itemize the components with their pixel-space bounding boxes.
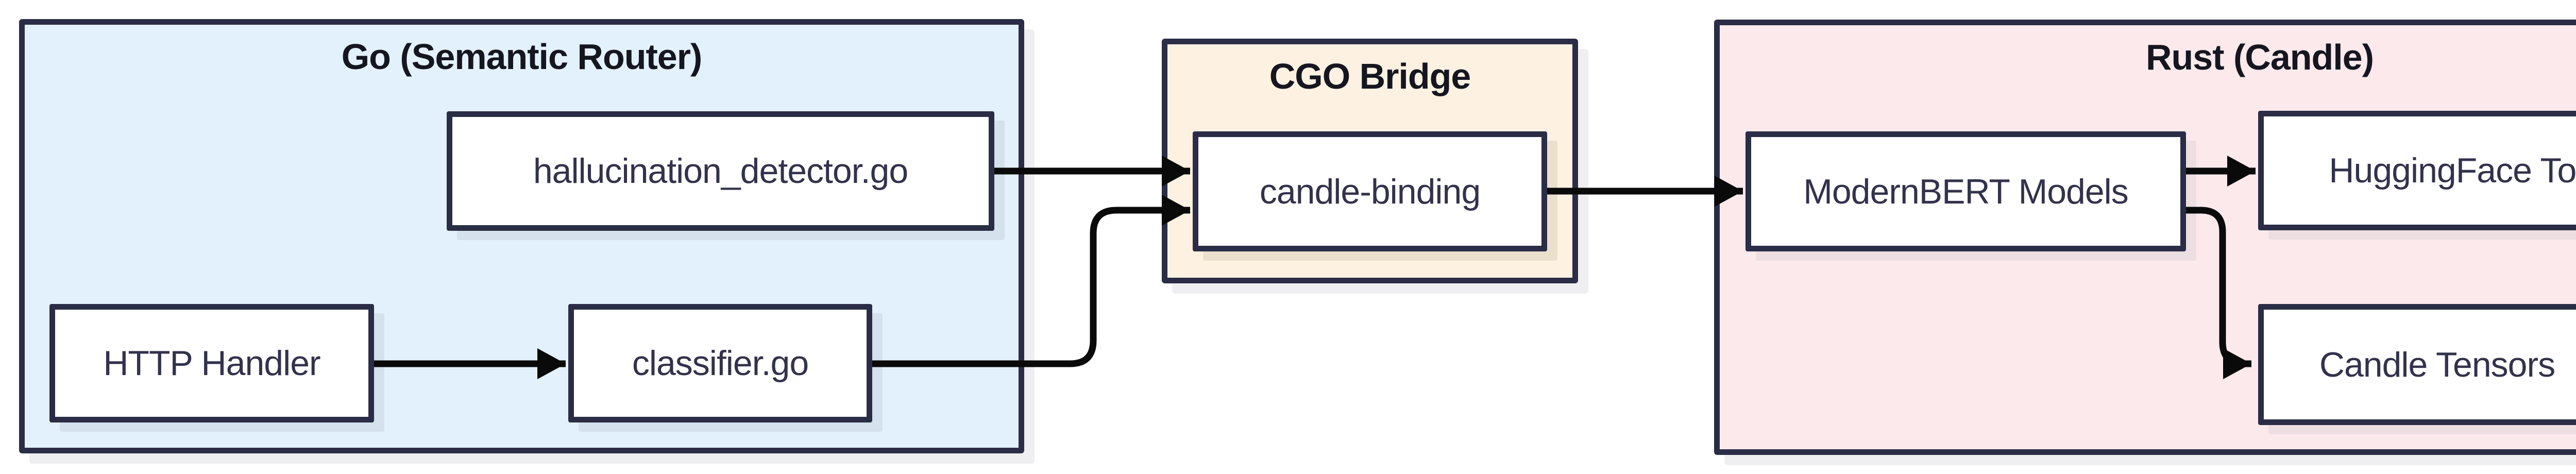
- node-candle-binding-label: candle-binding: [1259, 172, 1481, 211]
- group-cgo-title: CGO Bridge: [1269, 56, 1471, 96]
- node-candle-tensors: Candle Tensors: [2258, 304, 2576, 425]
- node-classifier-label: classifier.go: [632, 344, 809, 383]
- node-hallucination-detector: hallucination_detector.go: [447, 111, 994, 231]
- node-modernbert-models-label: ModernBERT Models: [1803, 172, 2129, 211]
- node-huggingface-tokenizers-label: HuggingFace Tokenizers: [2329, 151, 2576, 190]
- node-hallucination-detector-label: hallucination_detector.go: [533, 151, 908, 191]
- node-candle-tensors-label: Candle Tensors: [2319, 345, 2555, 384]
- node-modernbert-models: ModernBERT Models: [1745, 131, 2186, 251]
- node-http-handler: HTTP Handler: [49, 304, 374, 422]
- node-candle-binding: candle-binding: [1193, 131, 1547, 251]
- node-http-handler-label: HTTP Handler: [103, 344, 320, 383]
- node-classifier: classifier.go: [568, 304, 872, 422]
- group-go-title: Go (Semantic Router): [341, 37, 703, 77]
- node-huggingface-tokenizers: HuggingFace Tokenizers: [2258, 111, 2576, 230]
- group-rust-title: Rust (Candle): [2146, 37, 2374, 77]
